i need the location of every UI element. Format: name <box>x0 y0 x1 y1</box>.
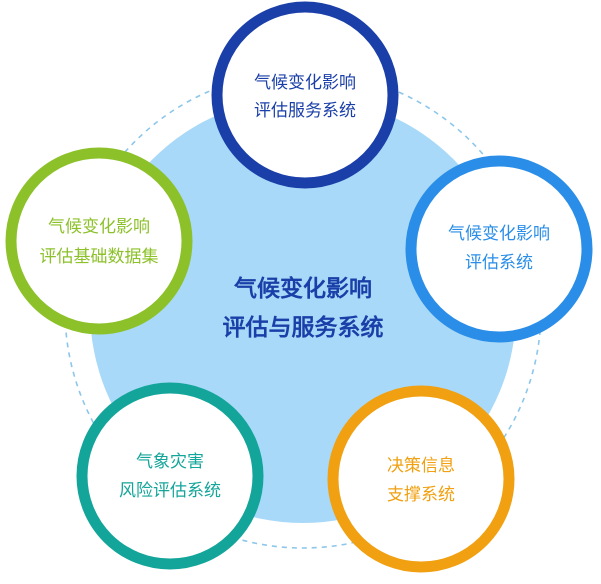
node-disaster-ring <box>76 382 264 570</box>
center-title-line2: 评估与服务系统 <box>223 314 384 341</box>
node-decision-ring <box>327 385 515 573</box>
node-disaster-line1: 气象灾害 <box>136 452 204 472</box>
node-service-ring <box>211 1 399 189</box>
node-service[interactable]: 气候变化影响 评估服务系统 <box>211 1 399 189</box>
node-dataset-ring <box>5 147 193 335</box>
node-evaluation-ring <box>405 155 593 343</box>
node-dataset-line1: 气候变化影响 <box>48 217 150 237</box>
node-evaluation-line2: 评估系统 <box>465 253 533 273</box>
node-evaluation[interactable]: 气候变化影响 评估系统 <box>405 155 593 343</box>
node-decision[interactable]: 决策信息 支撑系统 <box>327 385 515 573</box>
node-service-line1: 气候变化影响 <box>254 73 356 93</box>
node-dataset-line2: 评估基础数据集 <box>40 247 159 267</box>
center-title-line1: 气候变化影响 <box>233 275 372 302</box>
node-service-line2: 评估服务系统 <box>254 101 356 121</box>
node-decision-line1: 决策信息 <box>387 456 455 476</box>
node-evaluation-line1: 气候变化影响 <box>448 224 550 244</box>
node-dataset[interactable]: 气候变化影响 评估基础数据集 <box>5 147 193 335</box>
node-disaster-line2: 风险评估系统 <box>119 481 221 501</box>
node-disaster[interactable]: 气象灾害 风险评估系统 <box>76 382 264 570</box>
node-decision-line2: 支撑系统 <box>387 485 455 505</box>
